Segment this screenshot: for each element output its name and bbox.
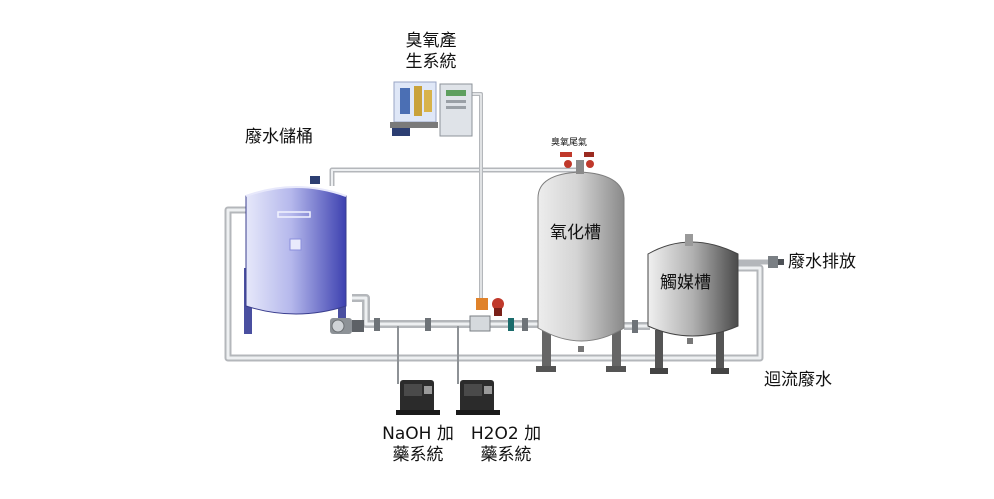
h2o2-dosing-label-line1: H2O2 加: [470, 424, 542, 444]
ozone-tail-gas-label: 臭氧尾氣: [551, 138, 588, 148]
ozone-generator: [390, 81, 473, 137]
wastewater-discharge-label: 廢水排放: [788, 252, 856, 272]
naoh-dosing-pump: [396, 380, 440, 415]
naoh-dosing-label-line2: 藥系統: [392, 445, 444, 465]
ozone-generator-label-line1: 臭氧產: [405, 31, 457, 51]
tail-gas-valves: [560, 152, 594, 174]
wastewater-storage-tank: [244, 176, 347, 334]
ozone-injector-valve: [476, 298, 504, 316]
h2o2-dosing-pump: [456, 380, 500, 415]
inline-fittings: [374, 315, 638, 333]
h2o2-dosing-label-line2: 藥系統: [480, 445, 532, 465]
naoh-dosing-label: NaOH 加 藥系統: [378, 424, 458, 466]
catalyst-tank: [647, 234, 739, 374]
ozone-generator-label: 臭氧產 生系統: [392, 31, 470, 73]
reflux-wastewater-label: 迴流廢水: [764, 370, 832, 390]
h2o2-dosing-label: H2O2 加 藥系統: [466, 424, 546, 466]
discharge-valve: [768, 256, 784, 268]
feed-pump: [330, 318, 364, 334]
oxidation-tank: [536, 171, 626, 372]
wastewater-tank-label: 廢水儲桶: [245, 127, 313, 147]
oxidation-tank-label: 氧化槽: [550, 223, 601, 243]
catalyst-tank-label: 觸媒槽: [660, 273, 711, 293]
naoh-dosing-label-line1: NaOH 加: [382, 424, 454, 444]
piping: [224, 92, 772, 384]
ozone-generator-label-line2: 生系統: [405, 52, 457, 72]
